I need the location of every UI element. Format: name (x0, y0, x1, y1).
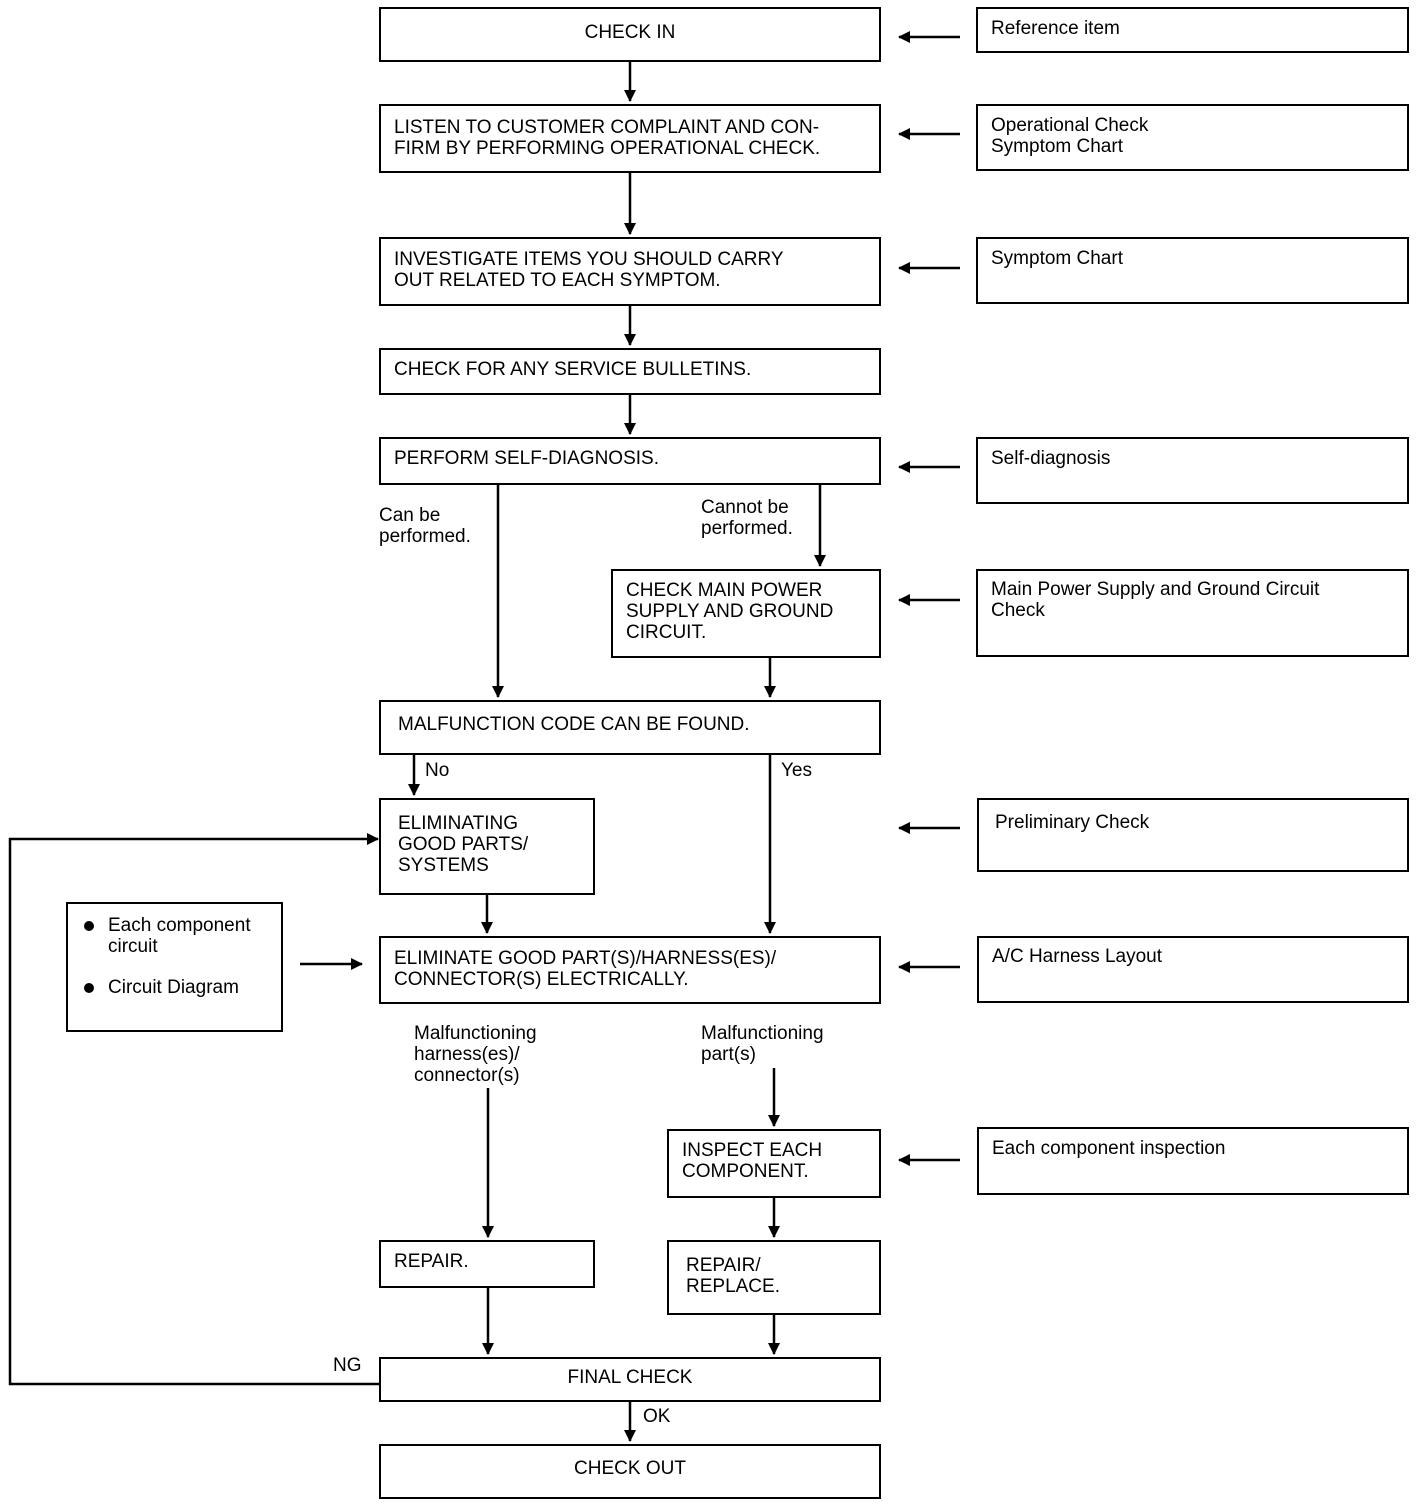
label-ok: OK (643, 1406, 671, 1427)
ref-main-power: Main Power Supply and Ground Circuit Che… (976, 569, 1409, 657)
ref-operational-check: Operational Check Symptom Chart (976, 104, 1409, 171)
label-cannot-be-performed: Cannot be performed. (701, 497, 793, 539)
label-yes: Yes (781, 760, 812, 781)
step-check-out: CHECK OUT (379, 1444, 881, 1499)
ref-self-diagnosis: Self-diagnosis (976, 437, 1409, 504)
label-can-be-performed: Can be performed. (379, 505, 471, 547)
ref-component-inspection: Each component inspection (977, 1127, 1409, 1195)
step-main-power: CHECK MAIN POWER SUPPLY AND GROUND CIRCU… (611, 569, 881, 658)
label-malfunctioning-harness: Malfunctioning harness(es)/ connector(s) (414, 1023, 537, 1086)
step-final-check: FINAL CHECK (379, 1357, 881, 1402)
step-eliminate-electrically: ELIMINATE GOOD PART(S)/HARNESS(ES)/ CONN… (379, 936, 881, 1004)
step-listen: LISTEN TO CUSTOMER COMPLAINT AND CON- FI… (379, 104, 881, 173)
label-ng: NG (333, 1355, 362, 1376)
step-self-diagnosis: PERFORM SELF-DIAGNOSIS. (379, 437, 881, 485)
step-inspect-component: INSPECT EACH COMPONENT. (667, 1129, 881, 1198)
ref-left-list: Each component circuit Circuit Diagram (82, 915, 268, 998)
ref-header: Reference item (976, 7, 1409, 53)
ref-preliminary-check: Preliminary Check (977, 798, 1409, 872)
ref-symptom-chart: Symptom Chart (976, 237, 1409, 304)
label-no: No (425, 760, 450, 781)
step-check-in: CHECK IN (379, 7, 881, 62)
ref-left-item-component-circuit: Each component circuit (82, 915, 268, 957)
arrow-ng-loop (8, 833, 380, 1386)
step-malfunction-code: MALFUNCTION CODE CAN BE FOUND. (379, 700, 881, 755)
ref-left-item-circuit-diagram: Circuit Diagram (82, 977, 268, 998)
ref-left-circuit: Each component circuit Circuit Diagram (66, 902, 283, 1032)
step-repair-replace: REPAIR/ REPLACE. (667, 1240, 881, 1315)
step-bulletins: CHECK FOR ANY SERVICE BULLETINS. (379, 348, 881, 395)
label-malfunctioning-parts: Malfunctioning part(s) (701, 1023, 824, 1065)
step-eliminating-good-parts: ELIMINATING GOOD PARTS/ SYSTEMS (379, 798, 595, 895)
step-investigate: INVESTIGATE ITEMS YOU SHOULD CARRY OUT R… (379, 237, 881, 306)
step-repair: REPAIR. (379, 1240, 595, 1288)
ref-harness-layout: A/C Harness Layout (977, 936, 1409, 1003)
